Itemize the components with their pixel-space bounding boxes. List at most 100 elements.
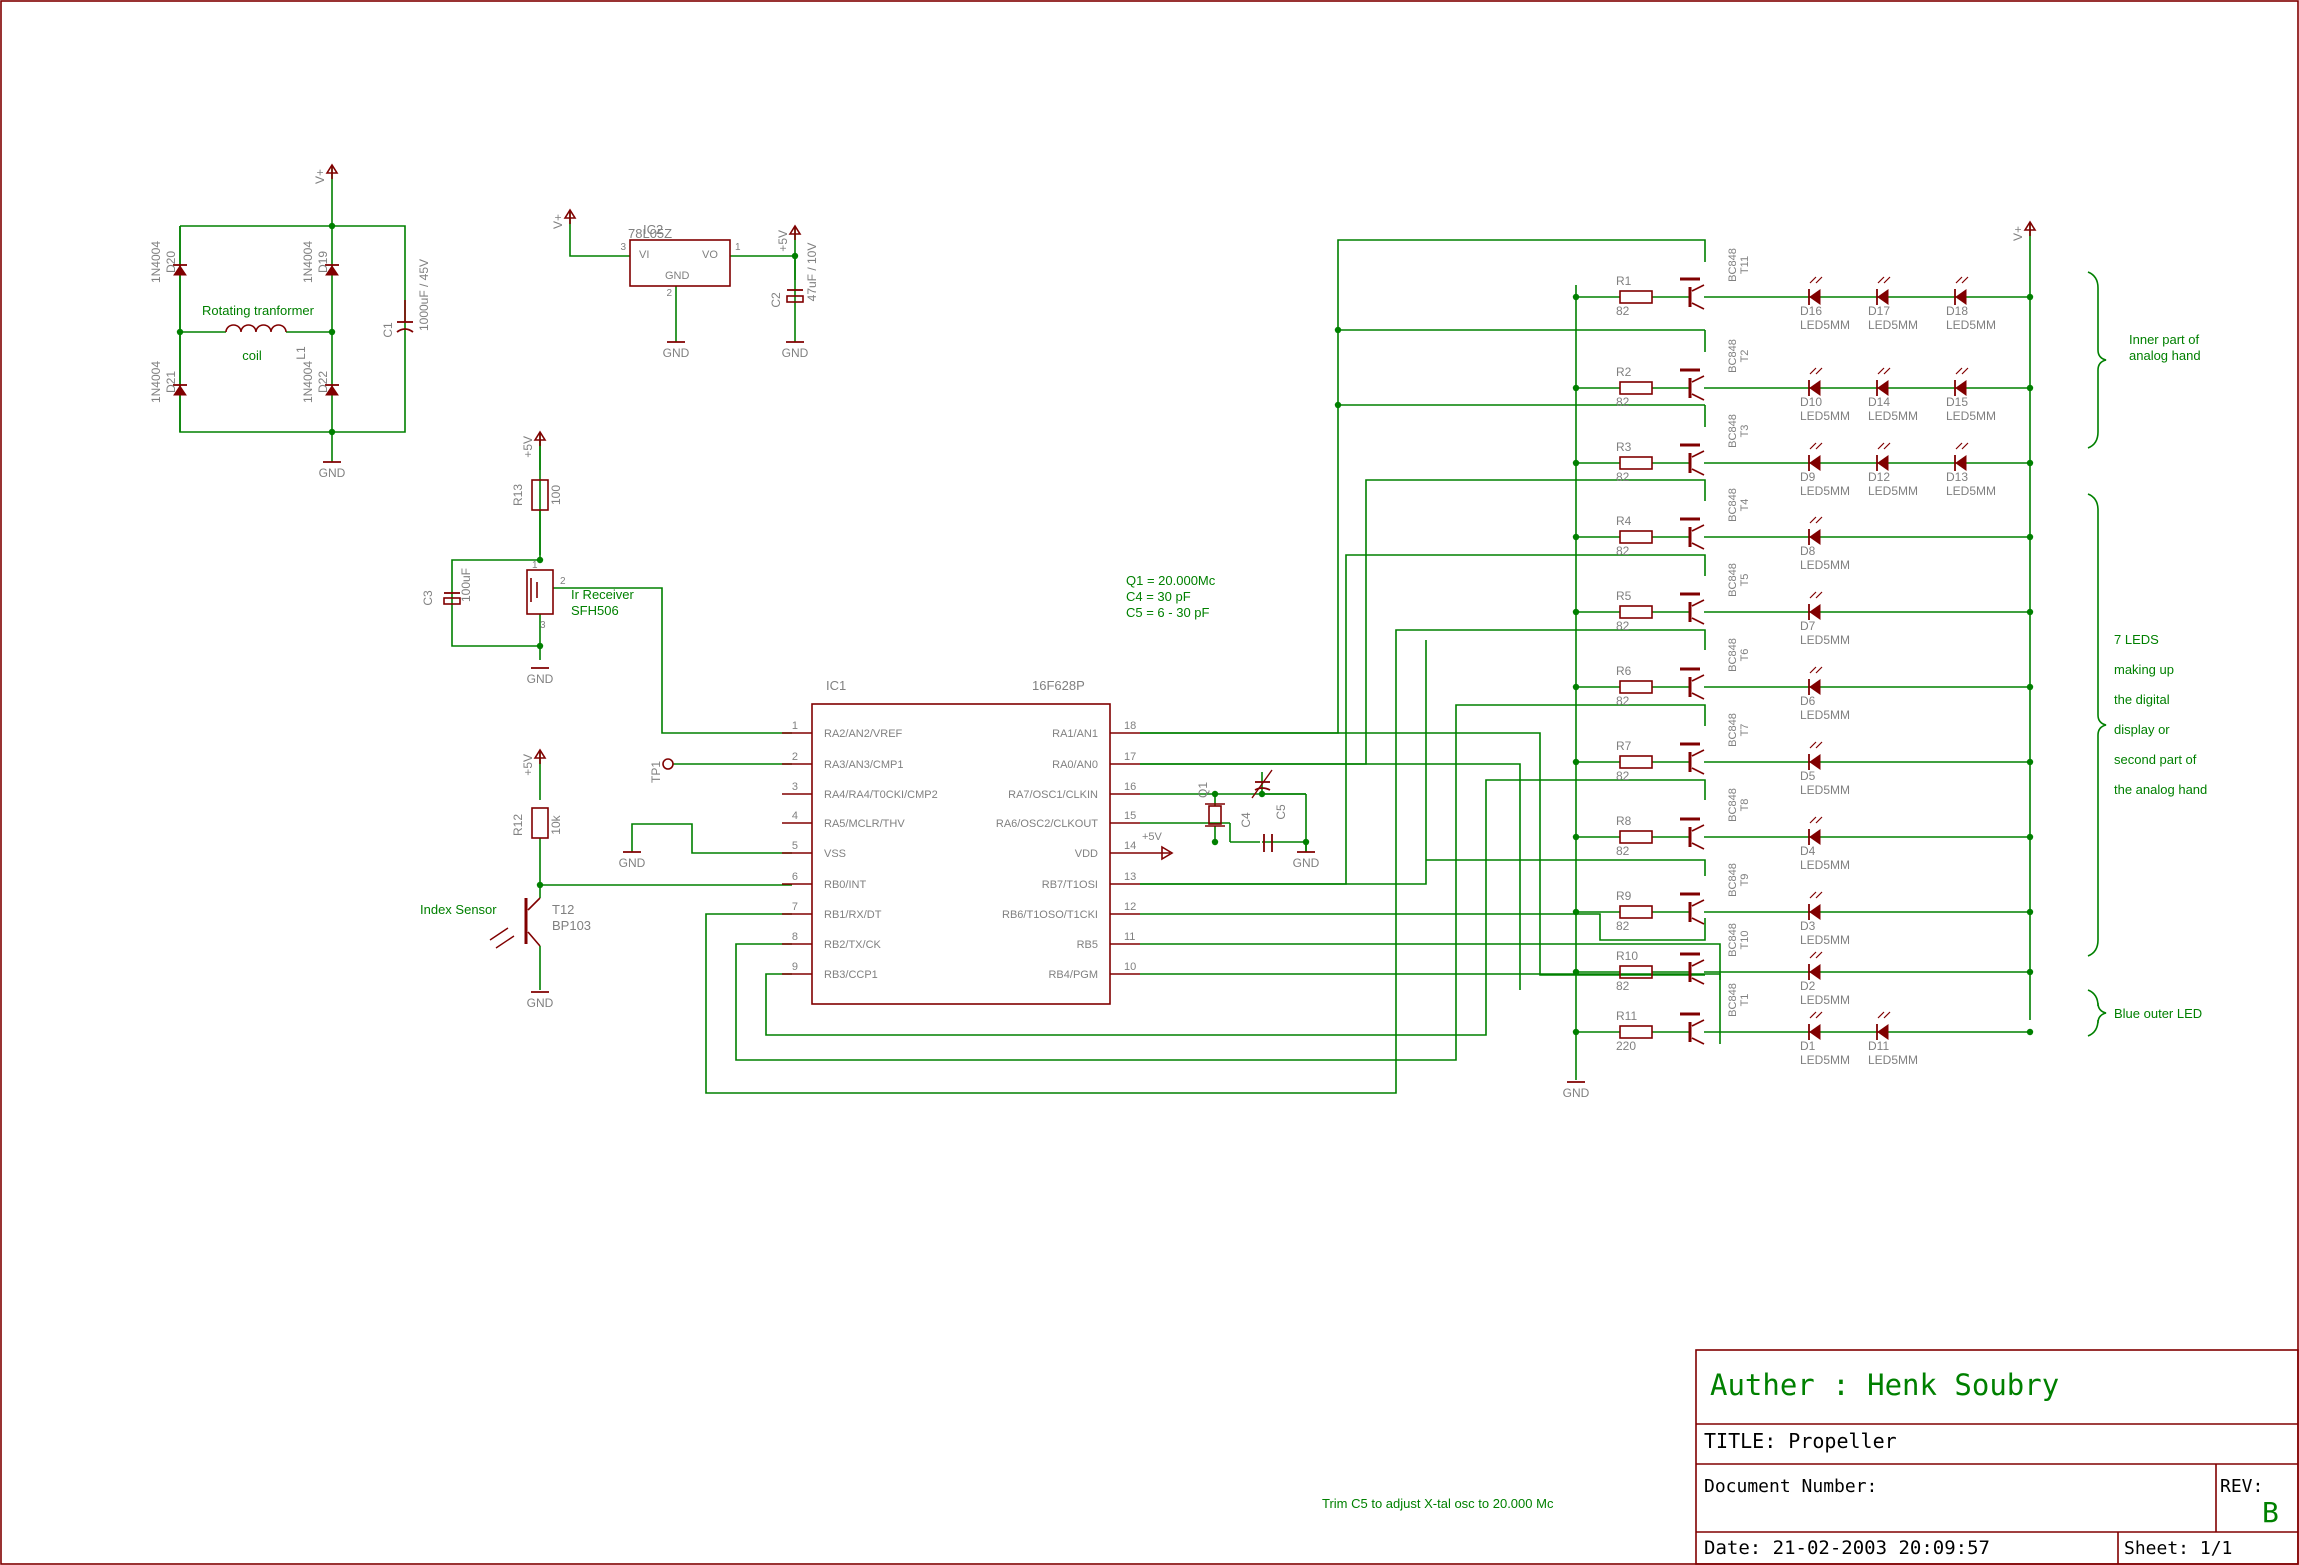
q1-note: Q1 = 20.000Mc — [1126, 573, 1216, 588]
led-rays-icon — [1809, 367, 1823, 375]
junction-dot — [2026, 293, 2034, 301]
junction-dot — [536, 642, 544, 650]
regulator-ic2 — [629, 239, 731, 287]
led-label: D18 — [1946, 304, 1968, 318]
driver-transistor-label: T3 — [1739, 425, 1751, 438]
mcu-pin-label: RA1/AN1 — [1052, 728, 1098, 740]
supply-label: +5V — [521, 754, 535, 776]
q1-label: Q1 — [1196, 782, 1210, 798]
driver-transistor-type: BC848 — [1727, 983, 1739, 1017]
supply-label: +5V — [521, 436, 535, 458]
supply-arrow-icon — [325, 163, 339, 174]
junction-dot — [1572, 608, 1580, 616]
led-type: LED5MM — [1946, 409, 1996, 423]
driver-transistor-collector — [1691, 674, 1705, 682]
led-label: D13 — [1946, 470, 1968, 484]
r13-resistor — [531, 479, 549, 511]
r13-label: R13 — [511, 484, 525, 506]
junction-dot — [1334, 326, 1342, 334]
l1-label: L1 — [294, 346, 308, 360]
driver-resistor-label: R5 — [1616, 589, 1632, 603]
led-type: LED5MM — [1946, 484, 1996, 498]
led-label: D15 — [1946, 395, 1968, 409]
phototransistor-emitter — [527, 931, 541, 947]
gnd-label: GND — [619, 856, 646, 870]
mcu-pin-number: 6 — [792, 871, 798, 883]
wire — [553, 587, 792, 734]
mcu-pin-label: RB4/PGM — [1048, 969, 1098, 981]
mcu-pin-number: 17 — [1124, 751, 1136, 763]
driver-resistor — [1619, 965, 1653, 979]
seven-note: making up — [2114, 662, 2174, 677]
wire — [1140, 913, 1706, 941]
mcu-pin-label: RA5/MCLR/THV — [824, 818, 905, 830]
junction-dot — [1572, 968, 1580, 976]
led-label: D4 — [1800, 844, 1816, 858]
led-type: LED5MM — [1800, 858, 1850, 872]
driver-transistor-emitter — [1691, 468, 1705, 476]
led-rays-icon — [1809, 516, 1823, 524]
driver-resistor-value: 82 — [1616, 619, 1630, 633]
index-sensor-note: Index Sensor — [420, 902, 497, 917]
driver-transistor-emitter — [1691, 842, 1705, 850]
driver-transistor-emitter — [1691, 393, 1705, 401]
sheet-text: Sheet: 1/1 — [2124, 1538, 2232, 1559]
wire — [765, 779, 1706, 1036]
driver-transistor-emitter — [1691, 302, 1705, 310]
junction-dot — [1572, 384, 1580, 392]
junction-dot — [1572, 833, 1580, 841]
led-icon — [1809, 964, 1821, 980]
driver-transistor-label: T8 — [1739, 799, 1751, 812]
junction-dot — [1211, 790, 1219, 798]
led-label: D11 — [1868, 1039, 1889, 1053]
title-block-frame — [1695, 1349, 2299, 1565]
mcu-pin-number: 5 — [792, 840, 798, 852]
diode-d21-icon — [173, 385, 187, 396]
supply-arrow-icon — [533, 430, 547, 441]
q1-crystal — [1208, 805, 1222, 825]
t12-type: BP103 — [552, 918, 591, 933]
mcu-pin-label: RA6/OSC2/CLKOUT — [996, 818, 1098, 830]
driver-resistor-label: R1 — [1616, 274, 1632, 288]
mcu-pin-number: 9 — [792, 961, 798, 973]
wire — [631, 823, 792, 854]
driver-transistor-emitter — [1691, 1037, 1705, 1045]
driver-transistor-emitter — [1691, 917, 1705, 925]
driver-transistor-emitter — [1691, 617, 1705, 625]
c2-label: C2 — [769, 292, 783, 308]
docnum-text: Document Number: — [1704, 1476, 1877, 1497]
bracket-blue-icon — [2087, 989, 2107, 1037]
driver-resistor-label: R3 — [1616, 440, 1632, 454]
driver-resistor — [1619, 905, 1653, 919]
wire — [451, 559, 540, 647]
supply-arrow-icon — [533, 748, 547, 759]
supply-label: V+ — [313, 169, 327, 184]
junction-dot — [2026, 608, 2034, 616]
supply-arrow-icon — [563, 208, 577, 219]
coil-icon — [225, 324, 287, 333]
title-text: TITLE: Propeller — [1704, 1429, 1897, 1453]
led-rays-icon — [1809, 276, 1823, 284]
led-icon — [1809, 529, 1821, 545]
cap-body — [443, 597, 461, 605]
cap-curve — [396, 328, 414, 333]
mcu-pin-label: RA7/OSC1/CLKIN — [1008, 789, 1098, 801]
led-rays-icon — [1955, 442, 1969, 450]
mcu-pin-number: 7 — [792, 901, 798, 913]
r12-label: R12 — [511, 814, 525, 836]
mcu-pin-label: RB1/RX/DT — [824, 909, 882, 921]
r12-resistor — [531, 807, 549, 839]
junction-dot — [1258, 790, 1266, 798]
led-icon — [1877, 380, 1889, 396]
driver-resistor-label: R2 — [1616, 365, 1632, 379]
led-label: D1 — [1800, 1039, 1816, 1053]
gnd-label: GND — [782, 346, 809, 360]
date-text: Date: 21-02-2003 20:09:57 — [1704, 1537, 1990, 1559]
led-type: LED5MM — [1800, 783, 1850, 797]
led-rays-icon — [1877, 367, 1891, 375]
c3-label: C3 — [421, 590, 435, 606]
d21-label: D21 — [164, 371, 178, 393]
driver-transistor-collector — [1691, 599, 1705, 607]
led-icon — [1809, 754, 1821, 770]
c3-value: 100uF — [459, 568, 473, 602]
